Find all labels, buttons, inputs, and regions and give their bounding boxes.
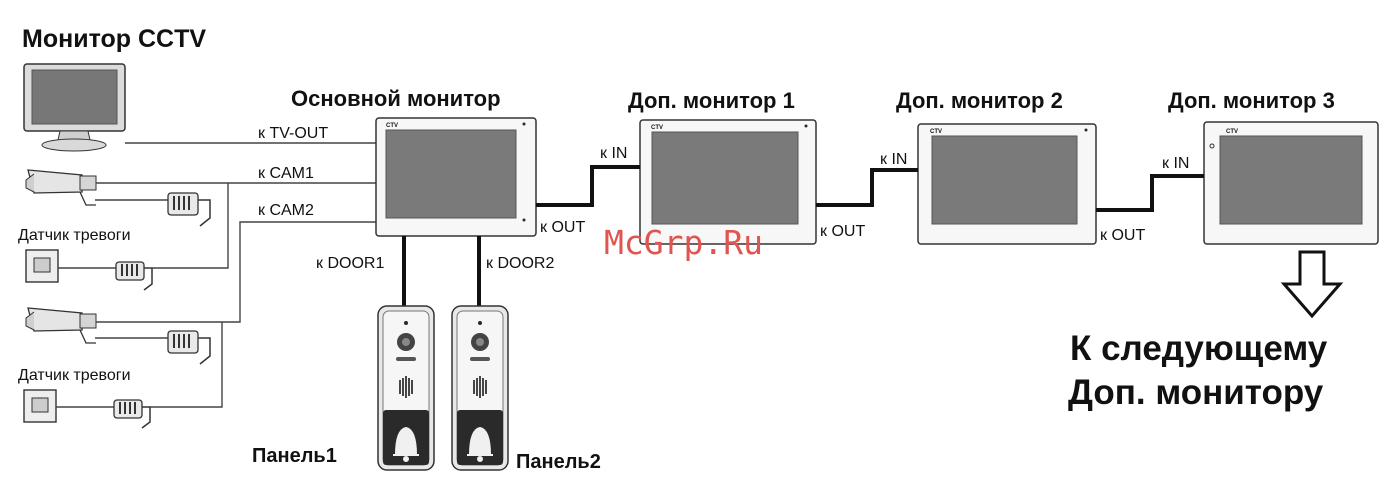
alarm-sensor-1-label: Датчик тревоги	[18, 227, 131, 244]
link-monitor-2-to-monitor-3	[1096, 176, 1204, 210]
brand-mark: CTV	[386, 123, 398, 129]
main-monitor-label: Основной монитор	[291, 86, 501, 111]
link-main-to-monitor-1	[536, 167, 640, 205]
panel-1-label: Панель1	[252, 445, 337, 467]
next-monitor-text-line1: К следующему	[1070, 329, 1328, 368]
main-monitor-icon	[376, 118, 536, 236]
cctv-monitor-icon	[24, 64, 125, 151]
port-monitor-1-in-label: к IN	[600, 145, 627, 162]
door-panel-1-icon	[378, 306, 434, 470]
brand-mark: CTV	[930, 129, 942, 135]
cctv-monitor-label: Монитор CCTV	[22, 25, 206, 53]
watermark-text: McGrp.Ru	[604, 223, 763, 262]
down-arrow-icon	[1284, 252, 1340, 316]
port-main-out-label: к OUT	[540, 219, 585, 236]
port-door2-label: к DOOR2	[486, 255, 554, 272]
panel-2-label: Панель2	[516, 451, 601, 473]
port-cam1-label: к CAM1	[258, 165, 314, 182]
port-door1-label: к DOOR1	[316, 255, 384, 272]
power-adapter-icon	[95, 193, 210, 226]
brand-mark: CTV	[651, 125, 663, 131]
door-panel-2-icon	[452, 306, 508, 470]
port-monitor-2-out-label: к OUT	[1100, 227, 1145, 244]
camera-2-icon	[26, 308, 96, 343]
port-monitor-2-in-label: к IN	[880, 151, 907, 168]
port-cam2-label: к CAM2	[258, 202, 314, 219]
extra-monitor-3-label: Доп. монитор 3	[1168, 88, 1335, 113]
port-tv-out-label: к TV-OUT	[258, 125, 328, 142]
link-monitor-1-to-monitor-2	[816, 170, 918, 205]
extra-monitor-2-label: Доп. монитор 2	[896, 88, 1063, 113]
extra-monitor-2-icon	[918, 124, 1096, 244]
alarm-sensor-2-label: Датчик тревоги	[18, 367, 131, 384]
power-adapter-icon	[95, 331, 210, 364]
alarm-sensor-2-icon	[24, 390, 150, 428]
next-monitor-text-line2: Доп. монитору	[1068, 373, 1324, 412]
extra-monitor-3-icon	[1204, 122, 1378, 244]
camera-1-icon	[26, 170, 96, 205]
port-monitor-1-out-label: к OUT	[820, 223, 865, 240]
port-monitor-3-in-label: к IN	[1162, 155, 1189, 172]
alarm-sensor-1-icon	[26, 250, 152, 290]
brand-mark: CTV	[1226, 129, 1238, 135]
extra-monitor-1-label: Доп. монитор 1	[628, 88, 795, 113]
